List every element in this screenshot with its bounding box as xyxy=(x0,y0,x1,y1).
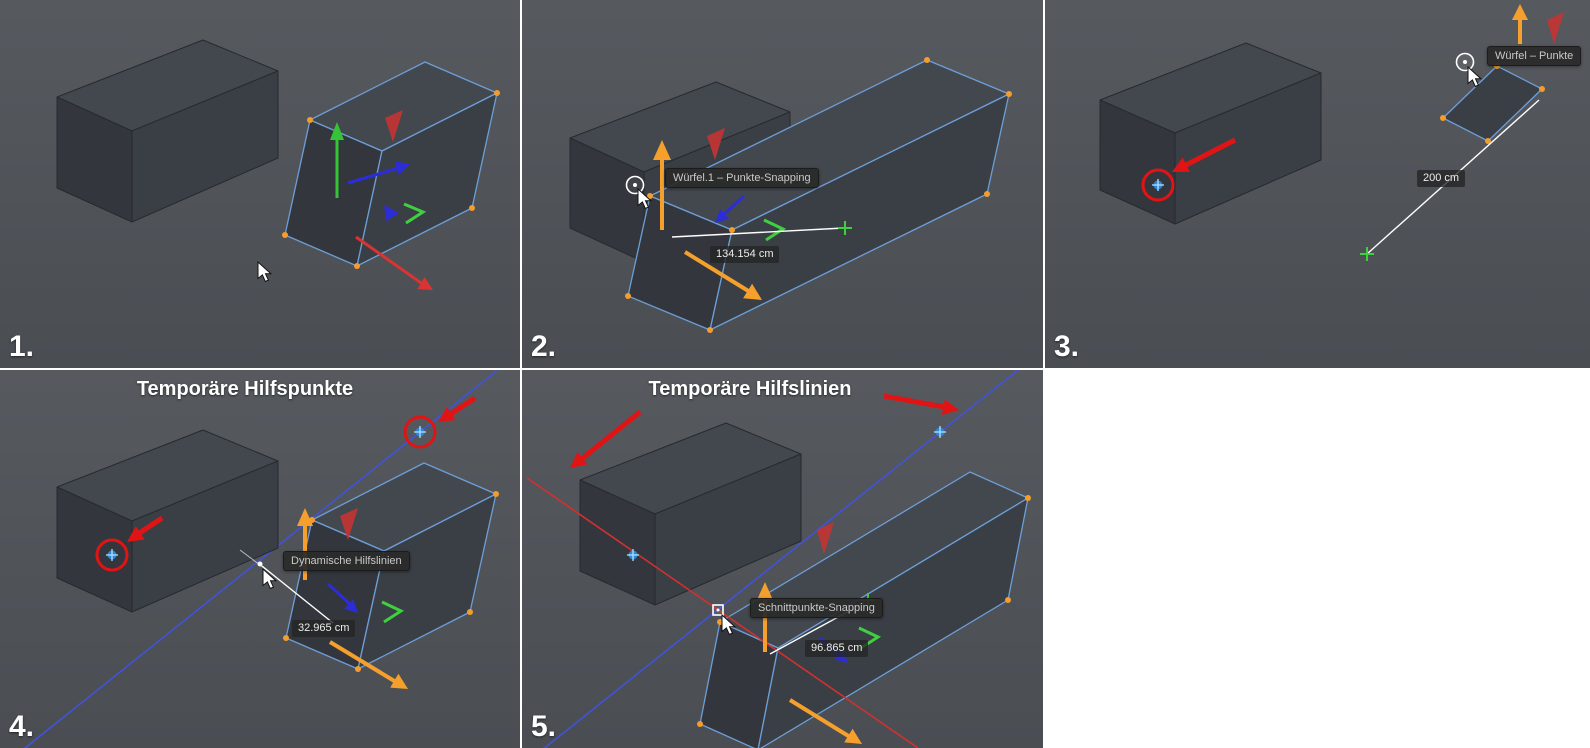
rotate-handle-red xyxy=(707,128,725,160)
move-gizmo[interactable] xyxy=(1512,4,1564,44)
helper-guide-blue xyxy=(543,370,1020,748)
viewport-panel-2[interactable]: Würfel.1 – Punkte-Snapping 134.154 cm 2. xyxy=(522,0,1043,368)
measurement-label: 200 cm xyxy=(1417,170,1466,187)
helper-point xyxy=(106,549,118,561)
viewport-panel-3[interactable]: Würfel – Punkte 200 cm 3. xyxy=(1045,0,1590,368)
snap-indicator xyxy=(712,604,724,616)
rotate-handle-red xyxy=(817,522,834,554)
rotate-handle-red xyxy=(1547,12,1564,44)
snap-indicator xyxy=(625,175,645,195)
snap-tooltip: Schnittpunkte-Snapping xyxy=(750,598,883,618)
move-gizmo[interactable] xyxy=(297,508,408,689)
measurement-line xyxy=(671,221,852,238)
helper-point xyxy=(414,426,426,438)
annotation-arrow xyxy=(883,393,959,415)
plane-handle-green xyxy=(381,600,405,624)
measurement-label: 32.965 cm xyxy=(292,620,356,637)
annotation-circle xyxy=(403,415,437,449)
move-gizmo[interactable] xyxy=(653,128,787,300)
snap-tooltip: Dynamische Hilfslinien xyxy=(283,551,410,571)
viewport-scene-5 xyxy=(526,370,1031,748)
snap-cross-icon xyxy=(1360,247,1374,261)
annotation-arrow xyxy=(570,410,642,468)
annotation-arrow xyxy=(438,395,477,422)
cursor-icon xyxy=(262,567,278,590)
measurement-label: 134.154 cm xyxy=(710,246,780,263)
rotate-handle-red xyxy=(340,508,358,540)
helper-point xyxy=(934,426,946,438)
helper-guide-blue xyxy=(23,370,499,748)
panel-title: Temporäre Hilfslinien xyxy=(648,378,852,400)
annotation-circle xyxy=(1141,168,1175,202)
snap-indicator xyxy=(1455,52,1475,72)
cursor-icon xyxy=(1467,65,1483,88)
move-gizmo[interactable] xyxy=(330,110,433,290)
viewport-panel-5[interactable]: Temporäre Hilfslinien Schnittpunkte-Snap… xyxy=(522,370,1043,748)
cube-moved-plane[interactable] xyxy=(1440,63,1545,144)
cube-static[interactable] xyxy=(1099,42,1322,225)
cube-static[interactable] xyxy=(579,422,802,606)
viewport-scene-1 xyxy=(56,39,500,290)
cursor-icon xyxy=(257,260,273,283)
snap-cross-icon xyxy=(838,221,852,235)
rotate-handle-red xyxy=(385,110,403,142)
annotation-arrow xyxy=(127,515,164,542)
helper-point xyxy=(627,549,639,561)
viewport-scene-3 xyxy=(1099,4,1564,261)
viewport-panel-1[interactable]: 1. xyxy=(0,0,520,368)
step-number: 4. xyxy=(9,710,35,743)
cursor-icon xyxy=(637,187,653,210)
annotation-circle xyxy=(95,538,129,572)
viewport-panel-4[interactable]: Temporäre Hilfspunkte Dynamische Hilfsli… xyxy=(0,370,520,748)
cube-static[interactable] xyxy=(56,39,279,223)
cursor-icon xyxy=(721,613,737,636)
measurement-label: 96.865 cm xyxy=(805,640,869,657)
helper-point xyxy=(1152,179,1164,191)
empty-area xyxy=(1045,370,1590,748)
plane-handle-green xyxy=(403,202,427,225)
snap-tooltip: Würfel.1 – Punkte-Snapping xyxy=(665,168,819,188)
step-number: 2. xyxy=(531,330,557,363)
snap-tooltip: Würfel – Punkte xyxy=(1487,46,1582,66)
cube-selected[interactable] xyxy=(282,61,500,269)
measurement-line xyxy=(261,565,334,624)
step-number: 1. xyxy=(9,330,35,363)
cube-static[interactable] xyxy=(56,429,279,613)
annotation-arrow xyxy=(1172,137,1237,172)
viewport-scene-4 xyxy=(23,370,499,748)
plane-handle-blue xyxy=(384,205,399,221)
step-number: 5. xyxy=(531,710,557,743)
plane-handle-green xyxy=(763,218,787,242)
step-number: 3. xyxy=(1054,330,1080,363)
panel-title: Temporäre Hilfspunkte xyxy=(136,378,354,400)
